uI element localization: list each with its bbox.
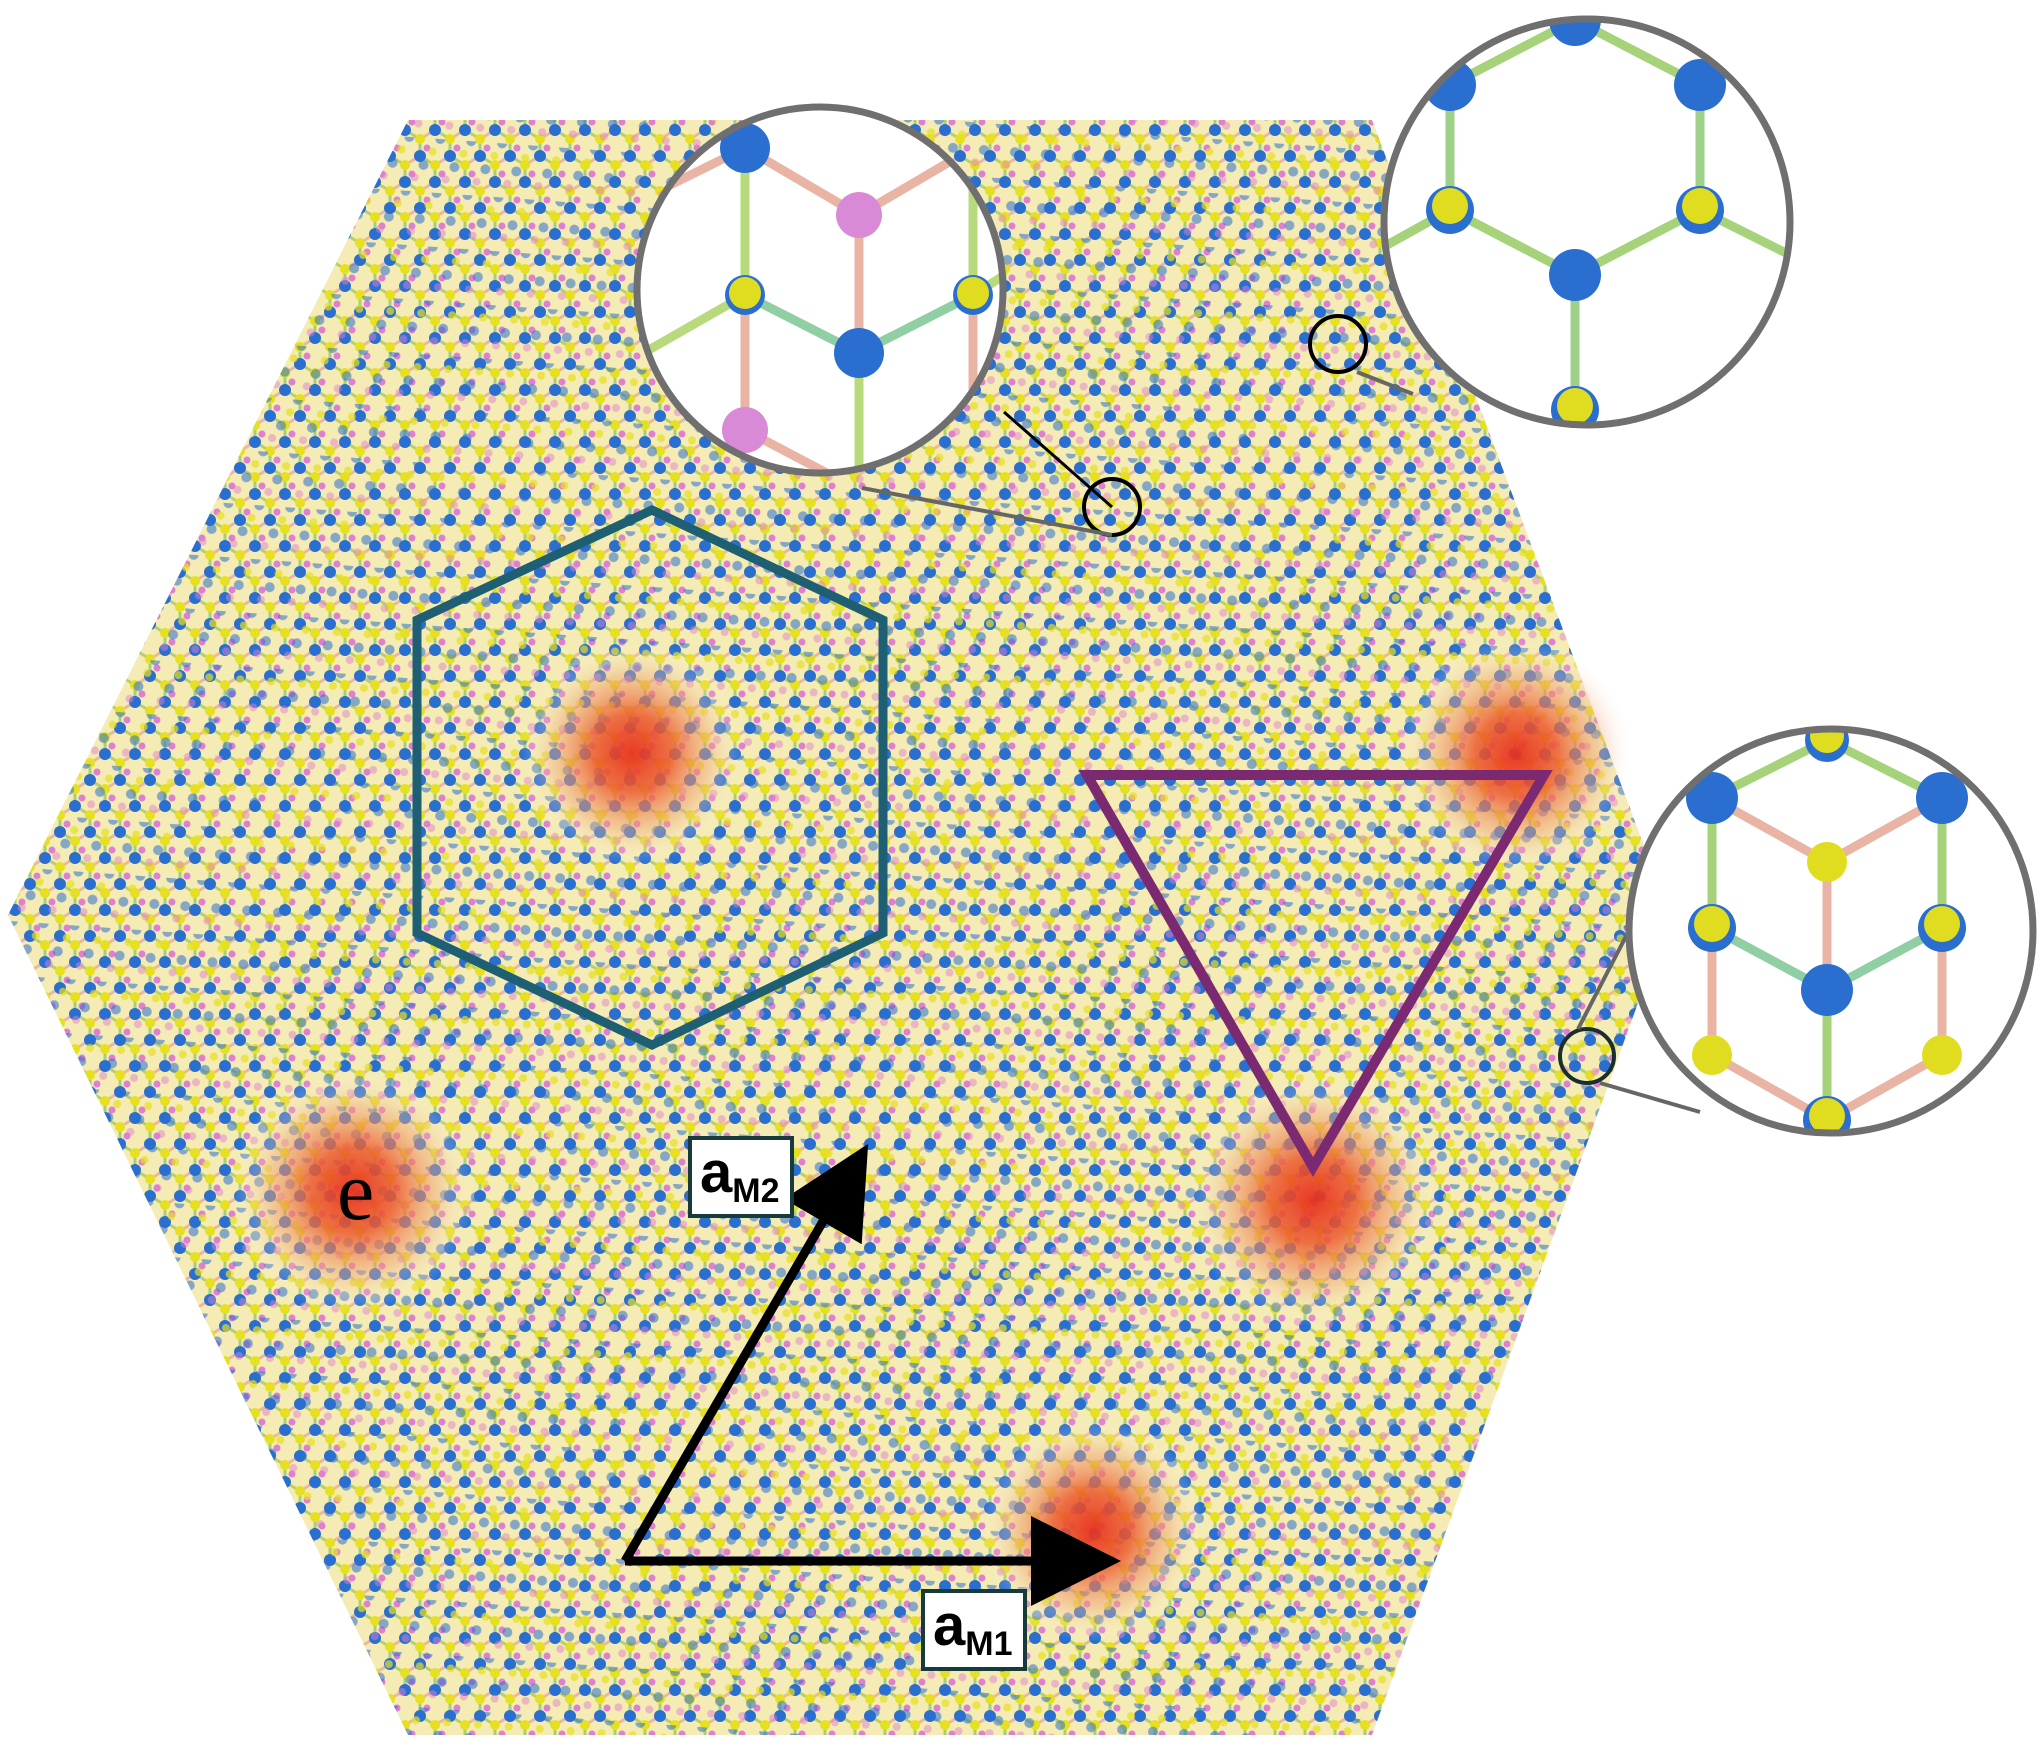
inset-stacking-aa	[1380, 15, 1794, 429]
hexagon-outline	[412, 505, 888, 1050]
electron-density-spot	[231, 1069, 475, 1313]
electron-label: e	[337, 1145, 375, 1238]
inset-stacking-ba	[1625, 725, 2037, 1137]
lattice-vector-m1-base: a	[933, 1593, 966, 1658]
lattice-vector-m2-arrow	[621, 1143, 869, 1564]
electron-density-spot	[520, 641, 744, 865]
magnifier-marker-1	[861, 410, 1142, 537]
lattice-vector-m2-label: aM2	[688, 1136, 794, 1218]
magnifier-marker-2	[1308, 314, 1414, 396]
electron-density-spot	[1188, 1075, 1438, 1325]
lattice-vector-m2-sub: M2	[732, 1172, 780, 1210]
lattice-vector-m2-base: a	[700, 1140, 733, 1205]
triangle-outline	[1078, 770, 1553, 1177]
lattice-vector-m1-label: aM1	[921, 1589, 1027, 1671]
electron-density-spot	[1398, 637, 1634, 873]
lattice-vector-m1-sub: M1	[965, 1625, 1013, 1663]
